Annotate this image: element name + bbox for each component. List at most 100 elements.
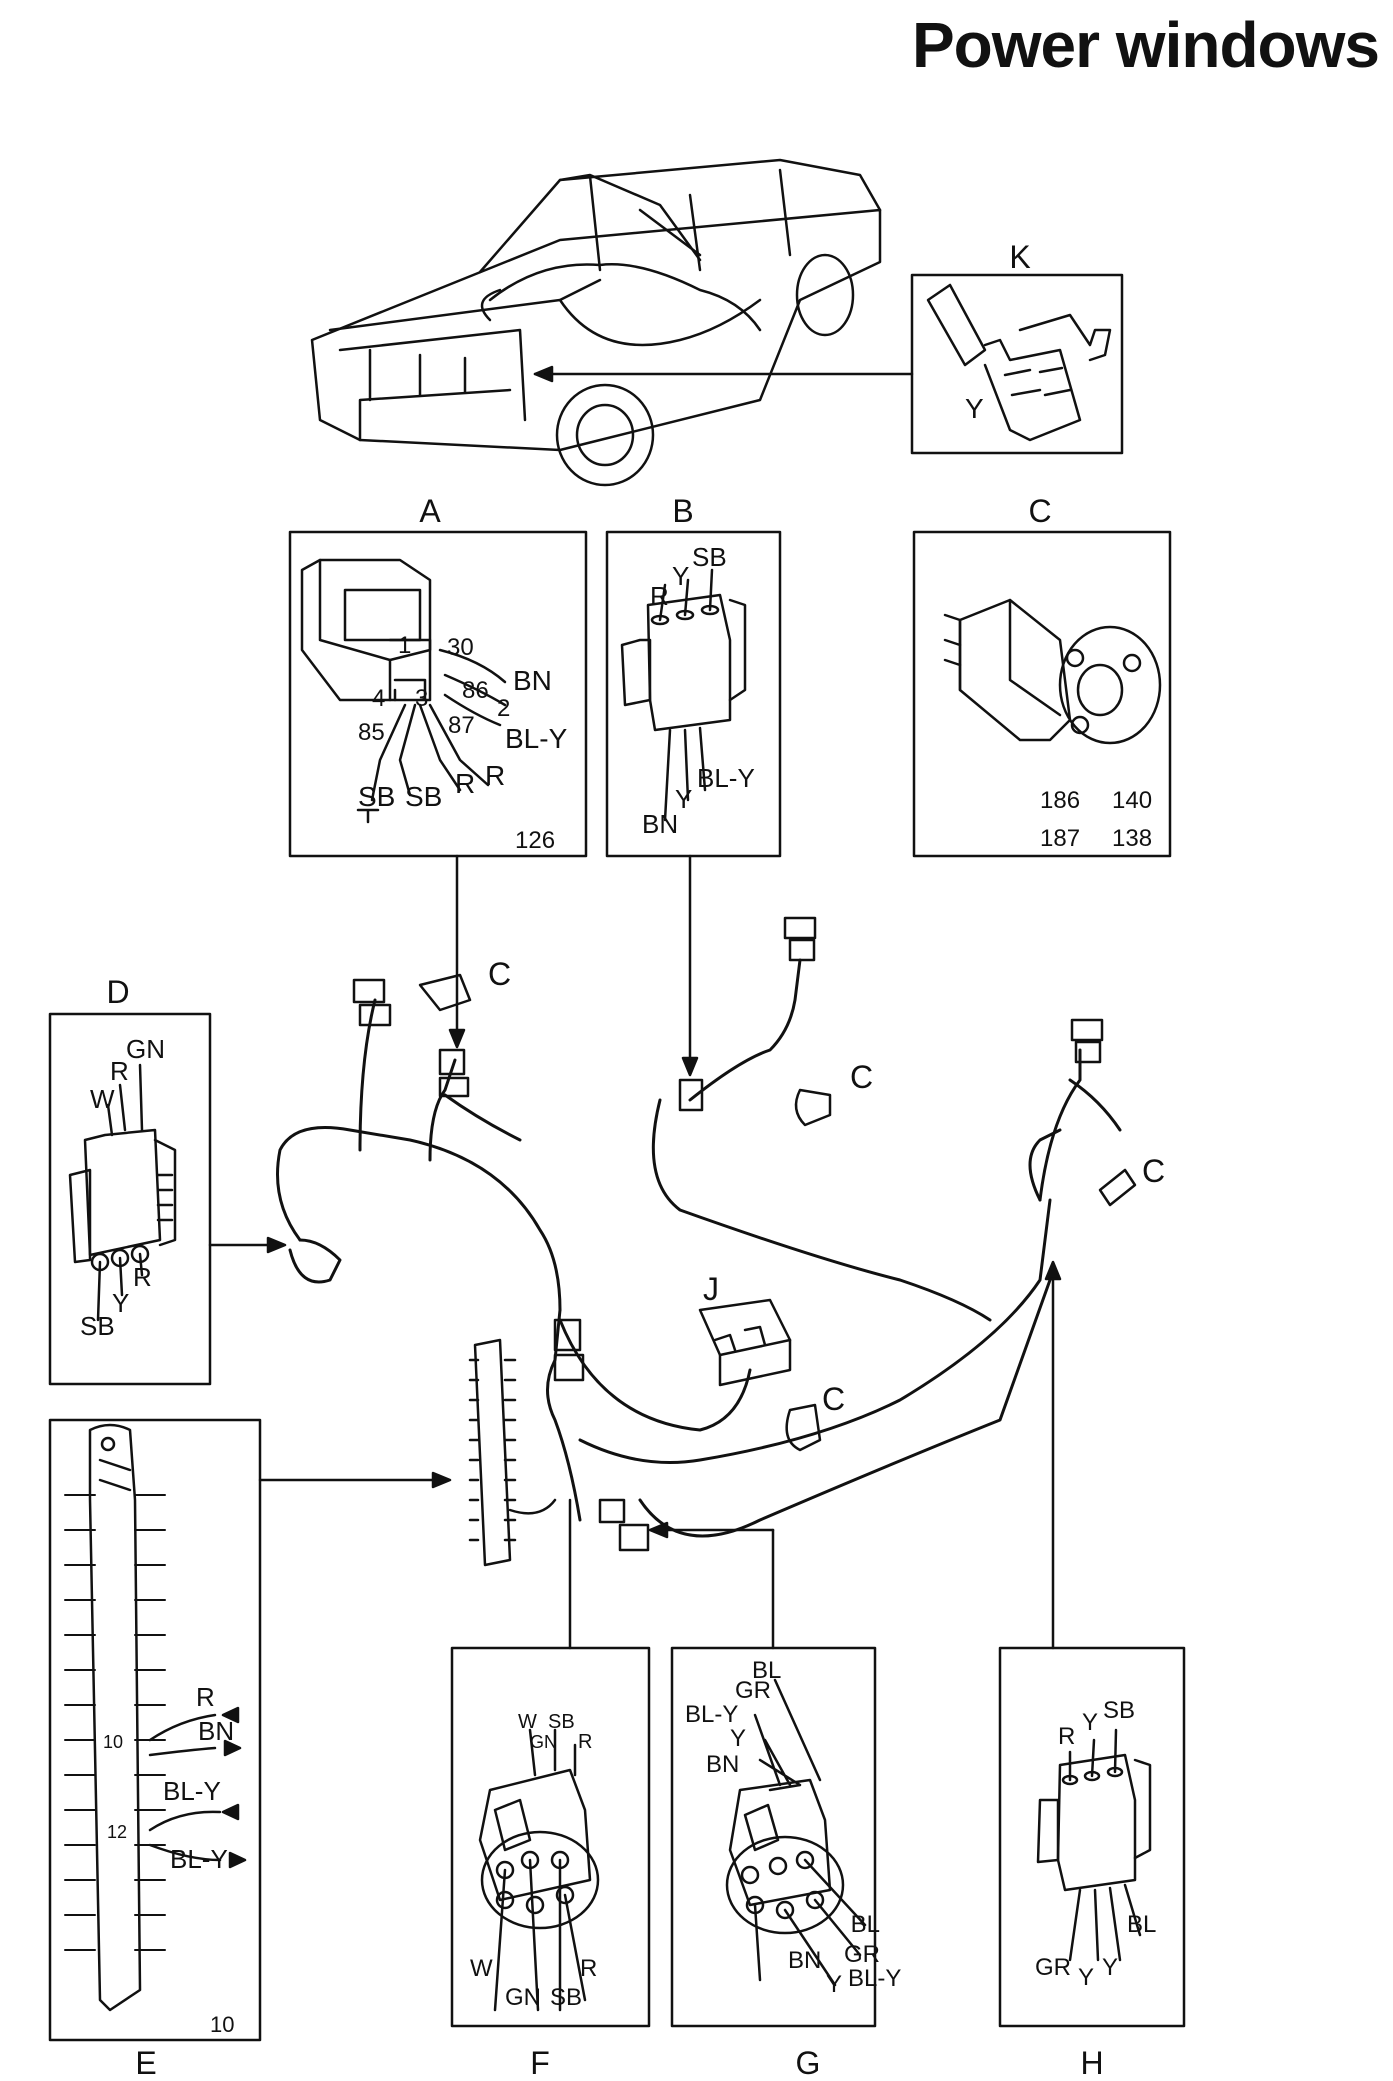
panel-d-wire: Y (112, 1288, 129, 1318)
panel-h-frame (998, 1646, 1186, 2028)
panel-k-switch-block (926, 283, 1112, 442)
panel-a-letter: A (419, 493, 441, 529)
panel-g-wire: BL (851, 1911, 880, 1938)
panel-a-wire: SB (405, 781, 442, 812)
car-illustration (310, 158, 882, 487)
harness-connectors (352, 916, 1137, 1552)
panel-d-wire: W (90, 1084, 115, 1114)
motor-callout: C (488, 956, 511, 992)
switch-j-component (698, 1298, 792, 1387)
panel-b-wire: Y (675, 784, 692, 814)
panel-g-wire: GR (735, 1677, 771, 1704)
panel-a-wire: BN (513, 665, 552, 696)
panel-f-wire: R (578, 1731, 592, 1753)
panel-f-wire: GN (530, 1732, 557, 1752)
panel-c-ref: 140 (1112, 787, 1152, 814)
panel-e-ref: 10 (210, 2012, 234, 2037)
panel-c-ref: 138 (1112, 825, 1152, 852)
wiring-harness (276, 958, 1122, 1538)
motor-callout: C (850, 1059, 873, 1095)
panel-a-wire: R (485, 760, 505, 791)
switch-callout: J (703, 1271, 719, 1307)
panel-f-letter: F (530, 2045, 550, 2081)
panel-g-wire: BN (788, 1947, 821, 1974)
panel-d-connector (68, 1063, 177, 1322)
panel-e-position: 10 (103, 1732, 123, 1752)
panel-d-letter: D (106, 974, 129, 1010)
panel-h-wire: SB (1103, 1697, 1135, 1724)
motor-callout: C (822, 1381, 845, 1417)
panel-k-letter: K (1009, 239, 1030, 275)
panel-g-wire: BL-Y (848, 1965, 901, 1992)
panel-e-wire: R (196, 1682, 215, 1712)
motor-component (943, 598, 1162, 745)
panel-e-wire: BL-Y (163, 1776, 221, 1806)
panel-f-wire: GN (505, 1984, 541, 2011)
panel-b-frame (605, 530, 782, 858)
panel-a-wire: R (455, 768, 475, 799)
panel-e-fuse-block (64, 1423, 222, 2012)
central-junction-block (468, 1338, 557, 1567)
panel-e-position: 12 (107, 1822, 127, 1842)
panel-d-frame (48, 1012, 212, 1386)
panel-h-letter: H (1080, 2045, 1103, 2081)
panel-h-wire: Y (1082, 1709, 1098, 1736)
panel-f-wire: W (518, 1711, 537, 1733)
panel-a-pin: 4 (372, 685, 385, 712)
panel-a-wire: SB (358, 781, 395, 812)
panel-k-frame (910, 273, 1124, 455)
panel-h-wire: Y (1078, 1964, 1094, 1991)
panel-f-frame (450, 1646, 651, 2028)
panel-g-wire: BL-Y (685, 1701, 738, 1728)
panel-h-connector (1036, 1728, 1152, 1962)
panel-g-wire: BN (706, 1751, 739, 1778)
panel-b-wire: Y (672, 561, 689, 591)
panel-g-connector (725, 1678, 867, 1987)
panel-g-wire: GR (844, 1941, 880, 1968)
panel-a-pin: 86 (462, 677, 489, 704)
panel-e-wire: BN (198, 1716, 234, 1746)
panel-c-ref: 186 (1040, 787, 1080, 814)
panel-b-wire: BN (642, 809, 678, 839)
panel-a-pin: 1 (398, 632, 411, 659)
panel-d-wire: R (110, 1056, 129, 1086)
panel-f-connector (478, 1728, 600, 2012)
panel-f-wire: W (470, 1955, 493, 1982)
panel-c-letter: C (1028, 493, 1051, 529)
panel-a-wire: BL-Y (505, 723, 568, 754)
panel-c-ref: 187 (1040, 825, 1080, 852)
panel-h-wire: BL (1127, 1911, 1156, 1938)
panel-d-wire: R (133, 1262, 152, 1292)
panel-g-wire: Y (730, 1725, 746, 1752)
panel-f-wire: SB (548, 1711, 575, 1733)
panel-b-wire: SB (692, 542, 727, 572)
panel-a-pin: 30 (447, 634, 474, 661)
panel-a-ref: 126 (515, 827, 555, 854)
panel-e-letter: E (135, 2045, 156, 2081)
panel-e-frame (48, 1418, 262, 2042)
panel-g-letter: G (796, 2045, 821, 2081)
panel-a-pin: 3 (415, 685, 428, 712)
panel-g-wire: Y (826, 1971, 842, 1998)
panel-d-wire: SB (80, 1311, 115, 1341)
panel-c-frame (912, 530, 1172, 858)
panel-e-wire: BL-Y (170, 1844, 228, 1874)
panel-f-wire: R (580, 1955, 597, 1982)
panel-a-pin: 2 (497, 695, 510, 722)
panel-a-pin: 87 (448, 712, 475, 739)
motor-callout: C (1142, 1153, 1165, 1189)
relay-component (300, 558, 507, 824)
page-title: Power windows (911, 9, 1380, 81)
panel-a-pin: 85 (358, 719, 385, 746)
panel-b-wire: BL-Y (697, 763, 755, 793)
panel-a-frame (288, 530, 588, 858)
panel-h-wire: R (1058, 1723, 1075, 1750)
panel-f-wire: SB (550, 1984, 582, 2011)
panel-b-letter: B (672, 493, 693, 529)
panel-k-label: Y (965, 393, 984, 424)
panel-d-wire: GN (126, 1034, 165, 1064)
panel-b-connector (620, 568, 747, 822)
panel-h-wire: Y (1102, 1954, 1118, 1981)
panel-b-wire: R (650, 581, 669, 611)
